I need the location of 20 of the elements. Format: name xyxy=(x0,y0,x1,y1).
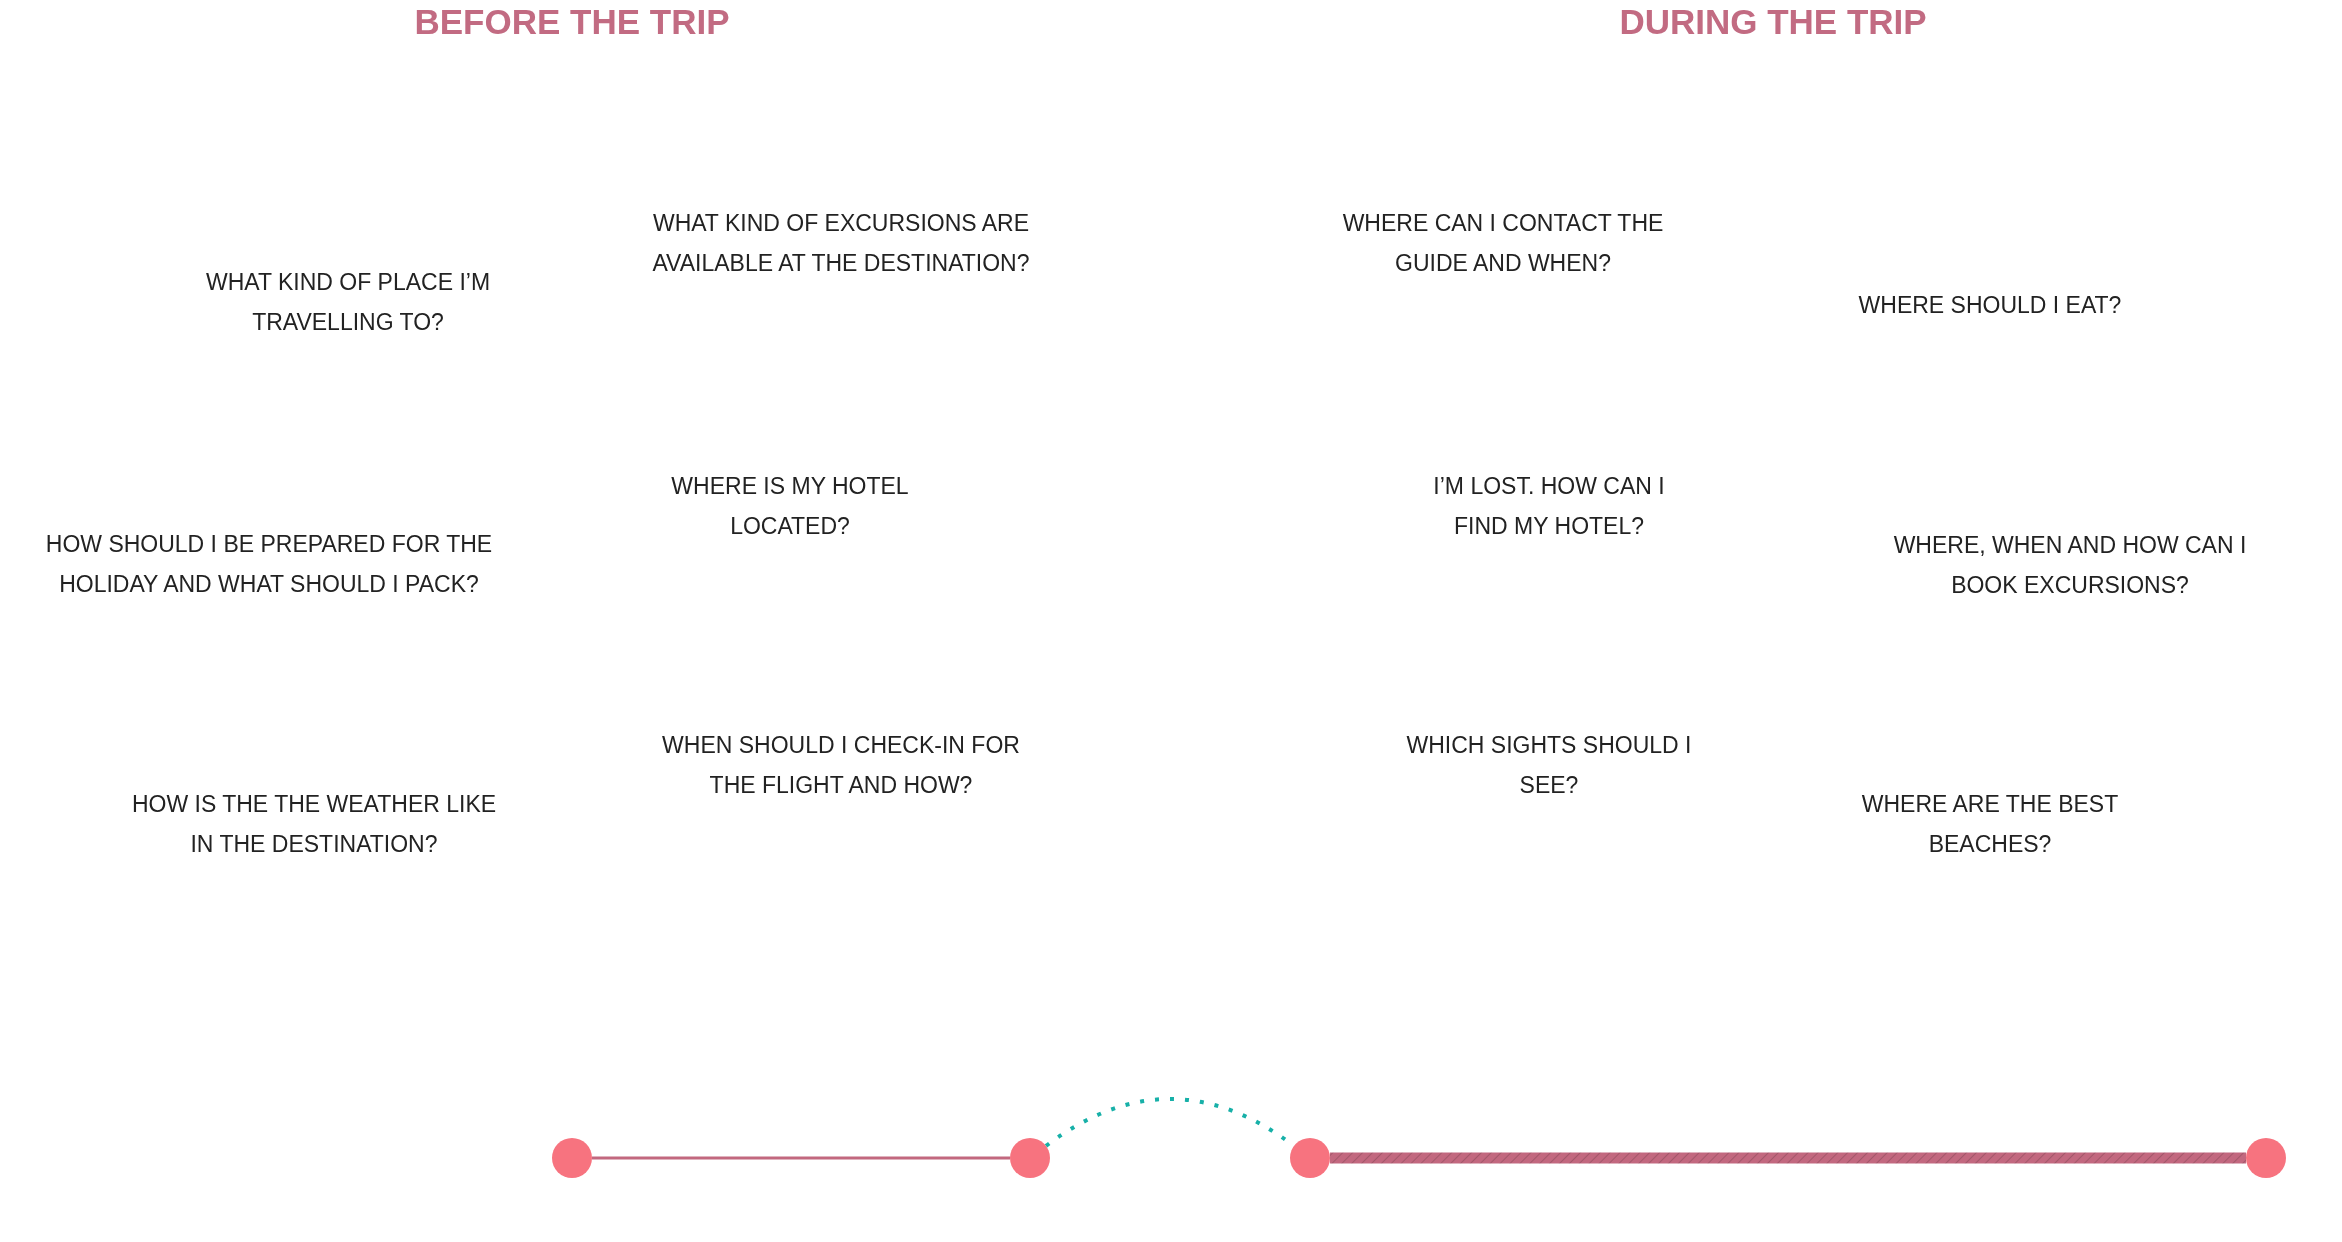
question-text: WHEN SHOULD I CHECK-IN FOR THE FLIGHT AND HOW? xyxy=(661,731,1021,800)
question-text: WHERE ARE THE BEST BEACHES? xyxy=(1860,790,2120,859)
section-heading: BEFORE THE TRIP xyxy=(413,2,731,42)
timeline-dot xyxy=(552,1138,592,1178)
connector-line xyxy=(592,1156,1010,1160)
question-text: WHERE SHOULD I EAT? xyxy=(1857,291,2123,320)
question-text: WHERE, WHEN AND HOW CAN I BOOK EXCURSIONS? xyxy=(1892,531,2248,600)
question-text: HOW SHOULD I BE PREPARED FOR THE HOLIDAY AND WHAT SHOULD I PACK? xyxy=(44,530,494,599)
question-text: WHAT KIND OF PLACE I’M TRAVELLING TO? xyxy=(204,268,492,337)
timeline-dot xyxy=(2246,1138,2286,1178)
question-text: I’M LOST. HOW CAN I FIND MY HOTEL? xyxy=(1432,472,1666,541)
question-text: WHICH SIGHTS SHOULD I SEE? xyxy=(1405,731,1693,800)
section-heading: DURING THE TRIP xyxy=(1618,2,1928,42)
question-text: WHERE IS MY HOTEL LOCATED? xyxy=(670,472,910,541)
question-text: WHAT KIND OF EXCURSIONS ARE AVAILABLE AT THE DESTINATION? xyxy=(651,209,1031,278)
question-text: HOW IS THE THE WEATHER LIKE IN THE DESTINATION? xyxy=(130,790,498,859)
timeline-dot xyxy=(1010,1138,1050,1178)
question-text: WHERE CAN I CONTACT THE GUIDE AND WHEN? xyxy=(1341,209,1665,278)
hatched-connector xyxy=(1330,1152,2246,1164)
timeline-dot xyxy=(1290,1138,1330,1178)
